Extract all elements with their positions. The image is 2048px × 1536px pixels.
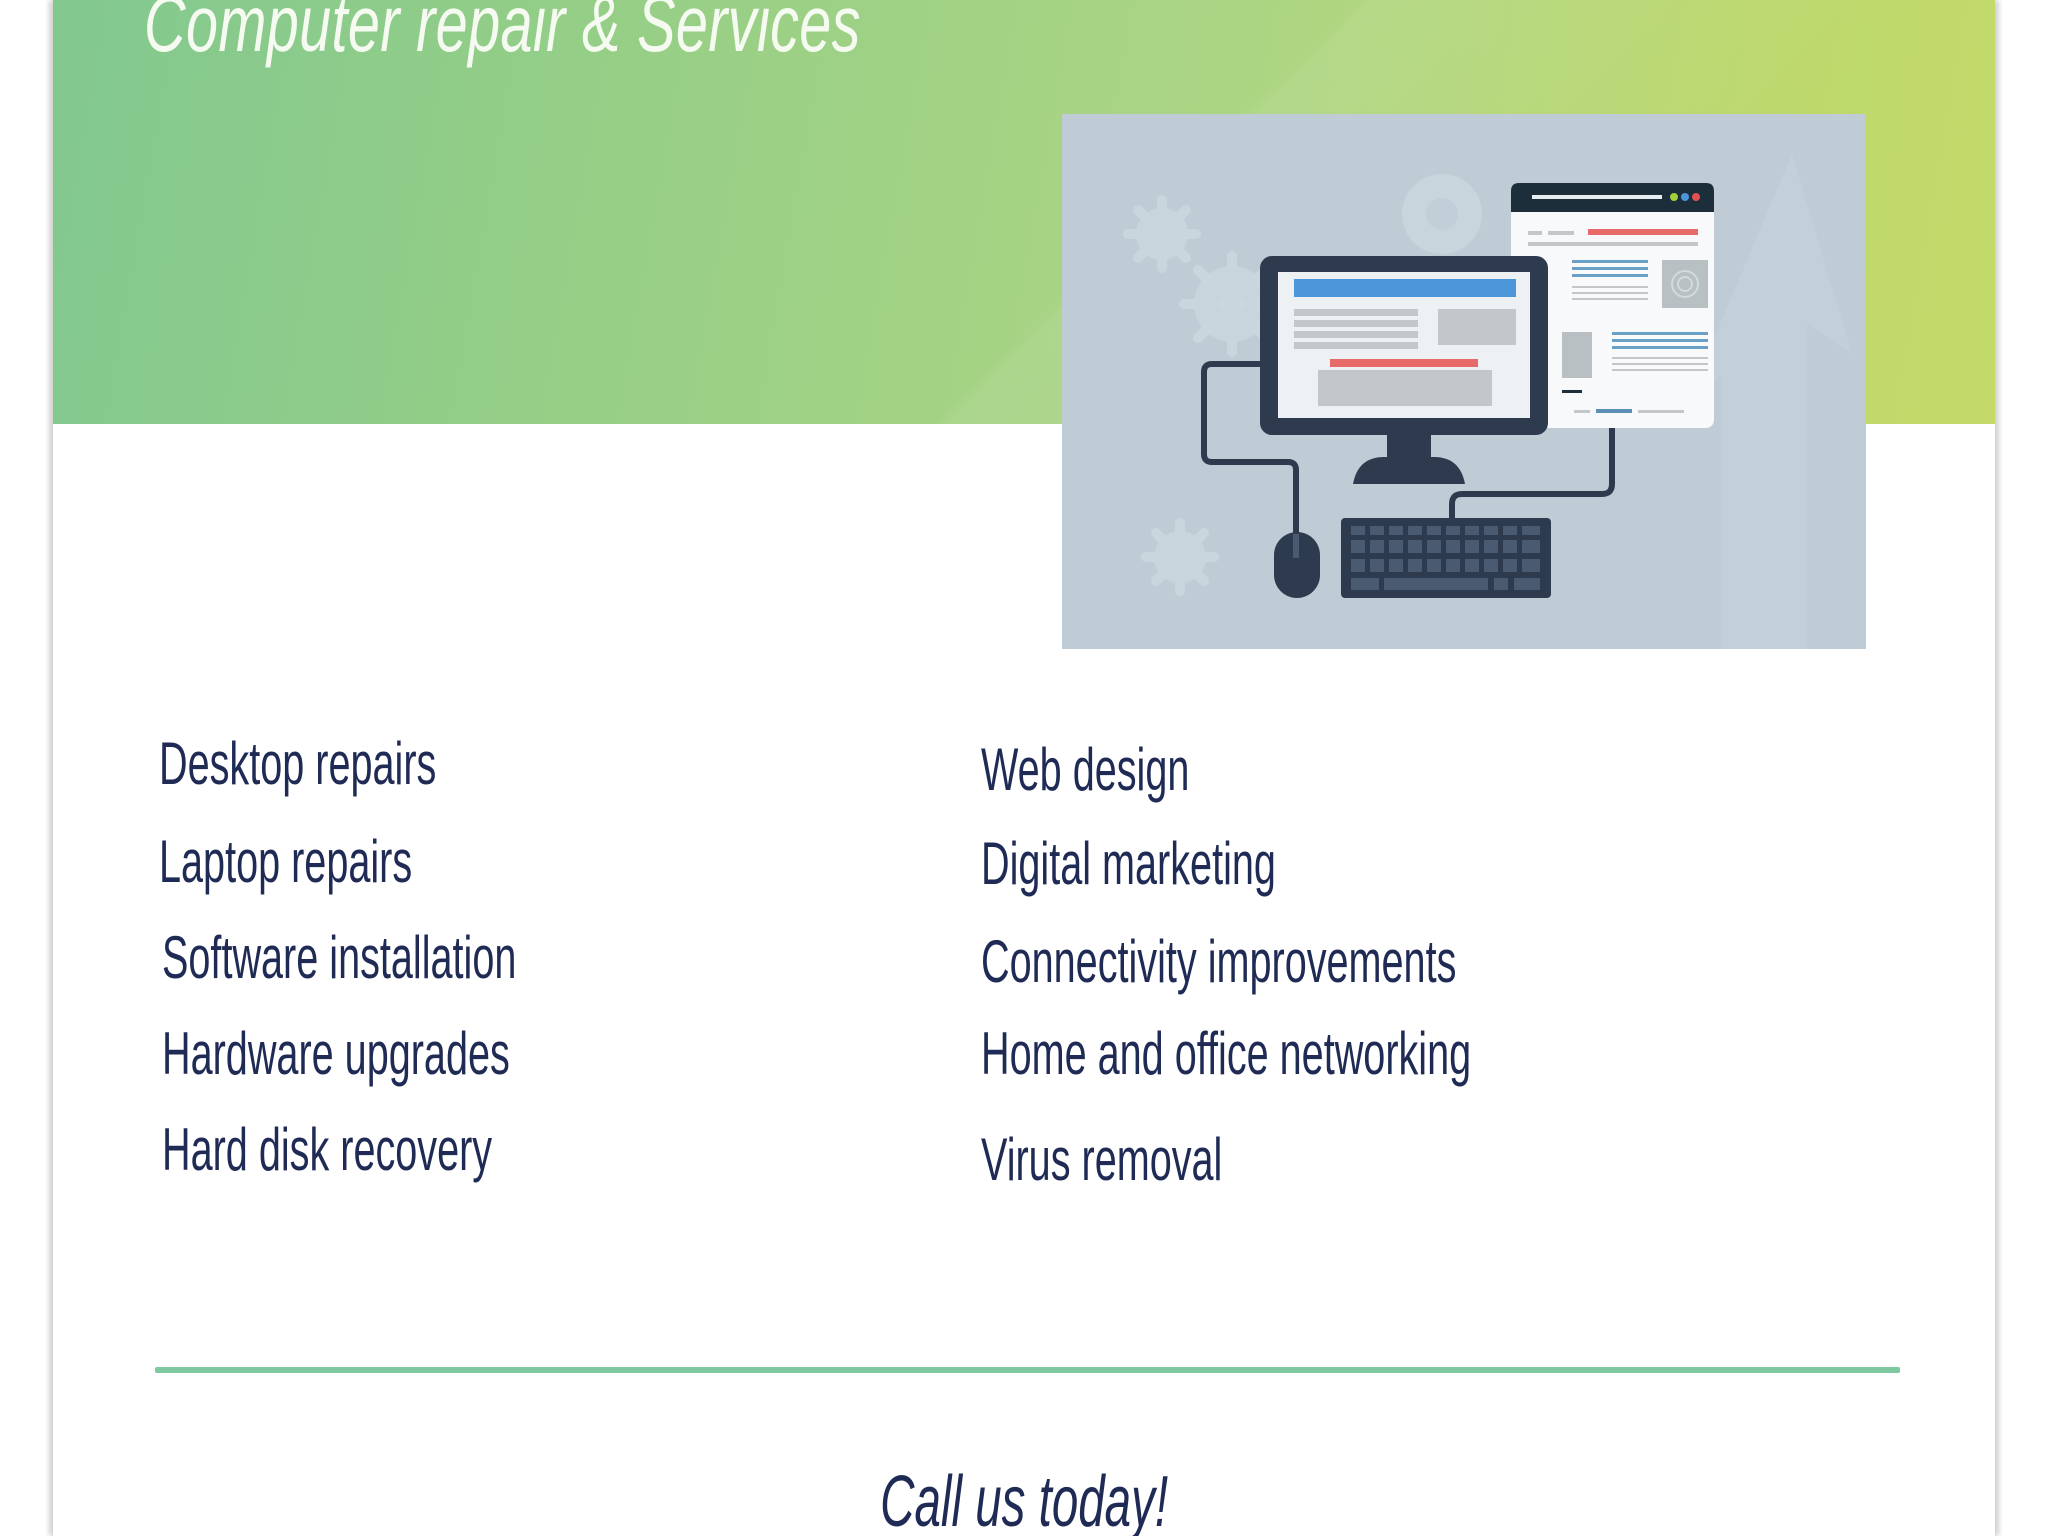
service-item-hardware-upgrades: Hardware upgrades bbox=[162, 1020, 510, 1087]
call-to-action: Call us today! bbox=[53, 1466, 1995, 1536]
computer-illustration bbox=[1062, 114, 1866, 649]
flyer-card: Computer repair & Services bbox=[53, 0, 1995, 1536]
service-item-digital-marketing: Digital marketing bbox=[981, 830, 1276, 897]
service-item-software-installation: Software installation bbox=[162, 924, 517, 991]
section-divider bbox=[155, 1367, 1900, 1373]
service-item-hard-disk-recovery: Hard disk recovery bbox=[162, 1116, 493, 1183]
service-item-laptop-repairs: Laptop repairs bbox=[159, 828, 413, 895]
monitor bbox=[1260, 256, 1548, 484]
browser-window bbox=[1511, 183, 1714, 428]
service-item-connectivity-improvements: Connectivity improvements bbox=[981, 928, 1457, 995]
service-item-desktop-repairs: Desktop repairs bbox=[159, 730, 437, 797]
call-to-action-text: Call us today! bbox=[880, 1462, 1168, 1536]
service-item-web-design: Web design bbox=[981, 736, 1190, 803]
keyboard bbox=[1341, 518, 1551, 598]
page-title: Computer repair & Services bbox=[144, 0, 861, 68]
mouse bbox=[1274, 532, 1320, 598]
service-item-home-office-networking: Home and office networking bbox=[981, 1020, 1472, 1087]
service-item-virus-removal: Virus removal bbox=[981, 1126, 1223, 1193]
